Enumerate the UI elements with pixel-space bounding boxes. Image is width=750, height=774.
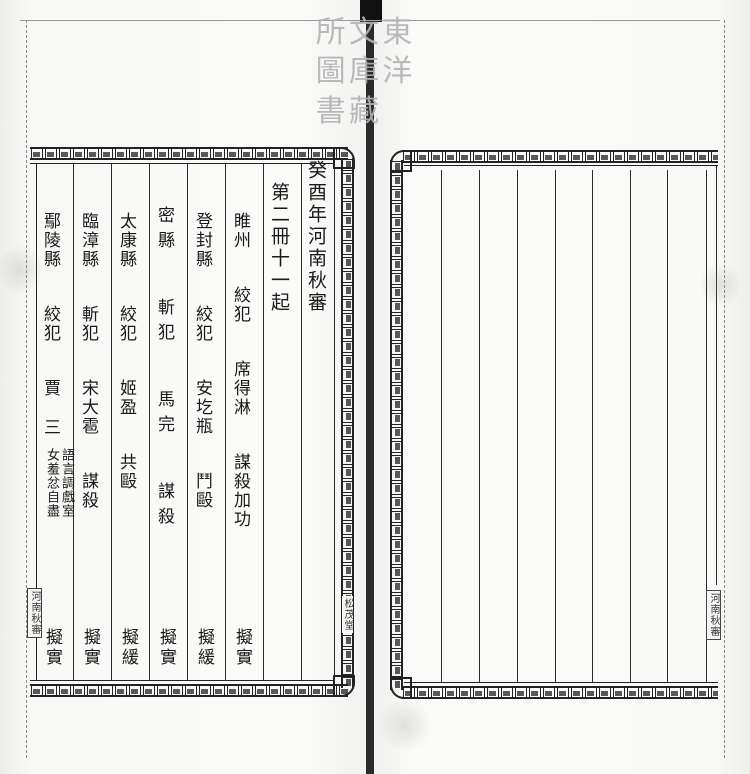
column-rule bbox=[73, 163, 74, 681]
paper-stain bbox=[375, 700, 435, 750]
right-page-edge bbox=[724, 20, 725, 760]
left-fold-label: 河南秋審 bbox=[27, 588, 42, 638]
column-rule bbox=[555, 170, 556, 682]
column-rule bbox=[630, 170, 631, 682]
seal-char: 洋 bbox=[382, 54, 413, 90]
column-rule bbox=[187, 163, 188, 681]
seal-char: 書 bbox=[315, 93, 346, 129]
left-inner-top-line bbox=[30, 163, 334, 164]
case-entry-6: 鄢陵縣 絞犯 賈三 bbox=[40, 212, 60, 457]
case-entry-4: 太康縣 絞犯 姬盈 共毆 bbox=[116, 212, 136, 491]
verdict-case-4: 擬緩 bbox=[118, 628, 138, 668]
right-frame-corner bbox=[390, 150, 412, 172]
case-entry-3: 密縣 斬犯 馬完 謀殺 bbox=[154, 206, 174, 532]
column-rule bbox=[263, 163, 264, 681]
collector-seal: 所 文 東 圖 庫 洋 書 藏 bbox=[314, 14, 414, 132]
left-inner-bottom-line bbox=[30, 680, 334, 681]
right-inner-top-line bbox=[404, 165, 718, 166]
right-bottom-fret-border bbox=[402, 686, 718, 699]
seal-char: 所 bbox=[315, 15, 346, 50]
book-gutter bbox=[366, 0, 374, 774]
case-6-annotation: 語言調戲室女羞忿自盡 bbox=[44, 448, 74, 518]
left-frame-corner bbox=[333, 147, 355, 169]
left-outer-rule bbox=[36, 163, 37, 681]
column-rule bbox=[517, 170, 518, 682]
verdict-case-5: 擬實 bbox=[80, 628, 100, 668]
case-entry-2: 登封縣 絞犯 安圪瓶 鬥毆 bbox=[192, 212, 212, 510]
case-entry-1: 睢州 絞犯 席得淋 謀殺加功 bbox=[230, 212, 250, 529]
left-bottom-fret-border bbox=[30, 684, 348, 697]
right-frame-corner bbox=[390, 677, 412, 699]
column-rule bbox=[334, 163, 335, 681]
paper-stain bbox=[0, 240, 40, 300]
verdict-case-2: 擬緩 bbox=[194, 628, 214, 668]
left-page bbox=[0, 0, 368, 774]
right-fold-label: 河南秋審 bbox=[706, 590, 721, 640]
column-rule bbox=[149, 163, 150, 681]
column-rule bbox=[667, 170, 668, 682]
printer-label: 松茂堂 bbox=[342, 596, 353, 633]
right-inner-bottom-line bbox=[404, 682, 718, 683]
seal-char bbox=[381, 93, 414, 132]
volume-subheading: 第二冊十一起 bbox=[268, 182, 290, 314]
document-heading: 癸酉年河南秋審 bbox=[305, 160, 327, 314]
verdict-case-3: 擬實 bbox=[156, 628, 176, 668]
right-top-fret-border bbox=[402, 150, 718, 163]
seal-char: 庫 bbox=[348, 54, 379, 90]
seal-char: 東 bbox=[382, 15, 413, 50]
seal-char: 文 bbox=[348, 15, 379, 50]
column-rule bbox=[706, 170, 707, 682]
right-left-fret-border bbox=[390, 160, 403, 690]
case-entry-5: 臨漳縣 斬犯 宋大雹 謀殺 bbox=[78, 212, 98, 510]
right-page bbox=[373, 0, 750, 774]
left-right-fret-border bbox=[341, 158, 354, 688]
seal-char: 圖 bbox=[315, 54, 346, 90]
column-rule bbox=[592, 170, 593, 682]
column-rule bbox=[301, 163, 302, 681]
seal-char: 藏 bbox=[348, 93, 379, 129]
left-page-edge bbox=[26, 20, 27, 760]
paper-stain bbox=[700, 260, 740, 310]
column-rule bbox=[441, 170, 442, 682]
column-rule bbox=[225, 163, 226, 681]
right-outer-rule bbox=[716, 165, 717, 585]
gutter-shadow bbox=[360, 0, 382, 22]
page-top-edge bbox=[20, 20, 720, 21]
left-frame-corner bbox=[333, 675, 355, 697]
verdict-case-1: 擬實 bbox=[232, 628, 252, 668]
verdict-case-6: 擬實 bbox=[42, 628, 62, 668]
column-rule bbox=[479, 170, 480, 682]
left-top-fret-border bbox=[30, 147, 348, 160]
column-rule bbox=[111, 163, 112, 681]
